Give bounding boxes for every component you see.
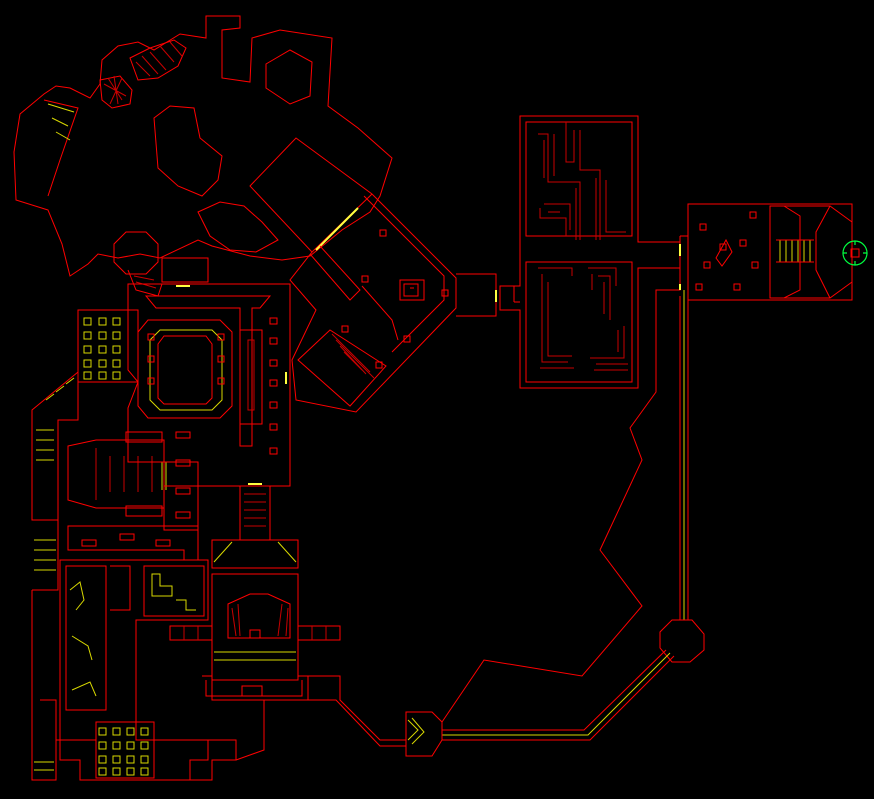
central-hall bbox=[67, 283, 291, 561]
player-marker-icon bbox=[842, 240, 868, 266]
west-wing bbox=[31, 309, 167, 781]
southwest-complex bbox=[56, 559, 237, 781]
east-corridor bbox=[405, 203, 853, 757]
diagonal-building bbox=[249, 137, 497, 413]
maze-area bbox=[499, 115, 681, 389]
south-arena bbox=[169, 483, 406, 761]
cave-area bbox=[13, 15, 393, 297]
